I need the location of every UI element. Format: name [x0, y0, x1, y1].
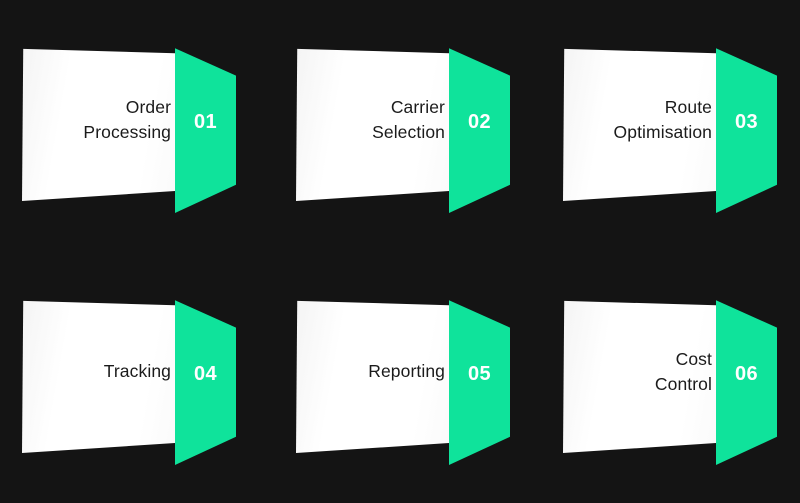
card-label: Carrier Selection: [372, 97, 445, 142]
card-number: 06: [734, 362, 759, 385]
card-number-tab[interactable]: 01: [175, 48, 236, 213]
card-panel: Tracking: [22, 300, 175, 453]
card-number: 04: [193, 362, 218, 385]
process-card-4[interactable]: Tracking 04: [22, 283, 278, 503]
card-number: 03: [734, 110, 759, 133]
card-number-tab[interactable]: 06: [716, 300, 777, 465]
panel-surface: [22, 48, 175, 201]
card-label: Order Processing: [83, 97, 171, 142]
card-number: 05: [467, 362, 492, 385]
card-number: 01: [193, 110, 218, 133]
card-label: Route Optimisation: [613, 97, 712, 142]
card-number-tab[interactable]: 05: [449, 300, 510, 465]
card-panel: Reporting: [296, 300, 449, 453]
card-number: 02: [467, 110, 492, 133]
panel-surface: [563, 300, 716, 453]
process-card-3[interactable]: Route Optimisation 03: [563, 31, 800, 251]
card-panel: Carrier Selection: [296, 48, 449, 201]
card-panel: Route Optimisation: [563, 48, 716, 201]
card-panel: Order Processing: [22, 48, 175, 201]
card-number-tab[interactable]: 02: [449, 48, 510, 213]
process-card-6[interactable]: Cost Control 06: [563, 283, 800, 503]
panel-surface: [22, 300, 175, 453]
card-number-tab[interactable]: 03: [716, 48, 777, 213]
card-panel: Cost Control: [563, 300, 716, 453]
card-label: Tracking: [103, 361, 171, 382]
panel-surface: [563, 48, 716, 201]
process-card-2[interactable]: Carrier Selection 02: [296, 31, 552, 251]
card-number-tab[interactable]: 04: [175, 300, 236, 465]
panel-surface: [296, 48, 449, 201]
card-label: Reporting: [368, 361, 445, 382]
process-card-1[interactable]: Order Processing 01: [22, 31, 278, 251]
card-label: Cost Control: [654, 349, 712, 394]
process-card-5[interactable]: Reporting 05: [296, 283, 552, 503]
panel-surface: [296, 300, 449, 453]
